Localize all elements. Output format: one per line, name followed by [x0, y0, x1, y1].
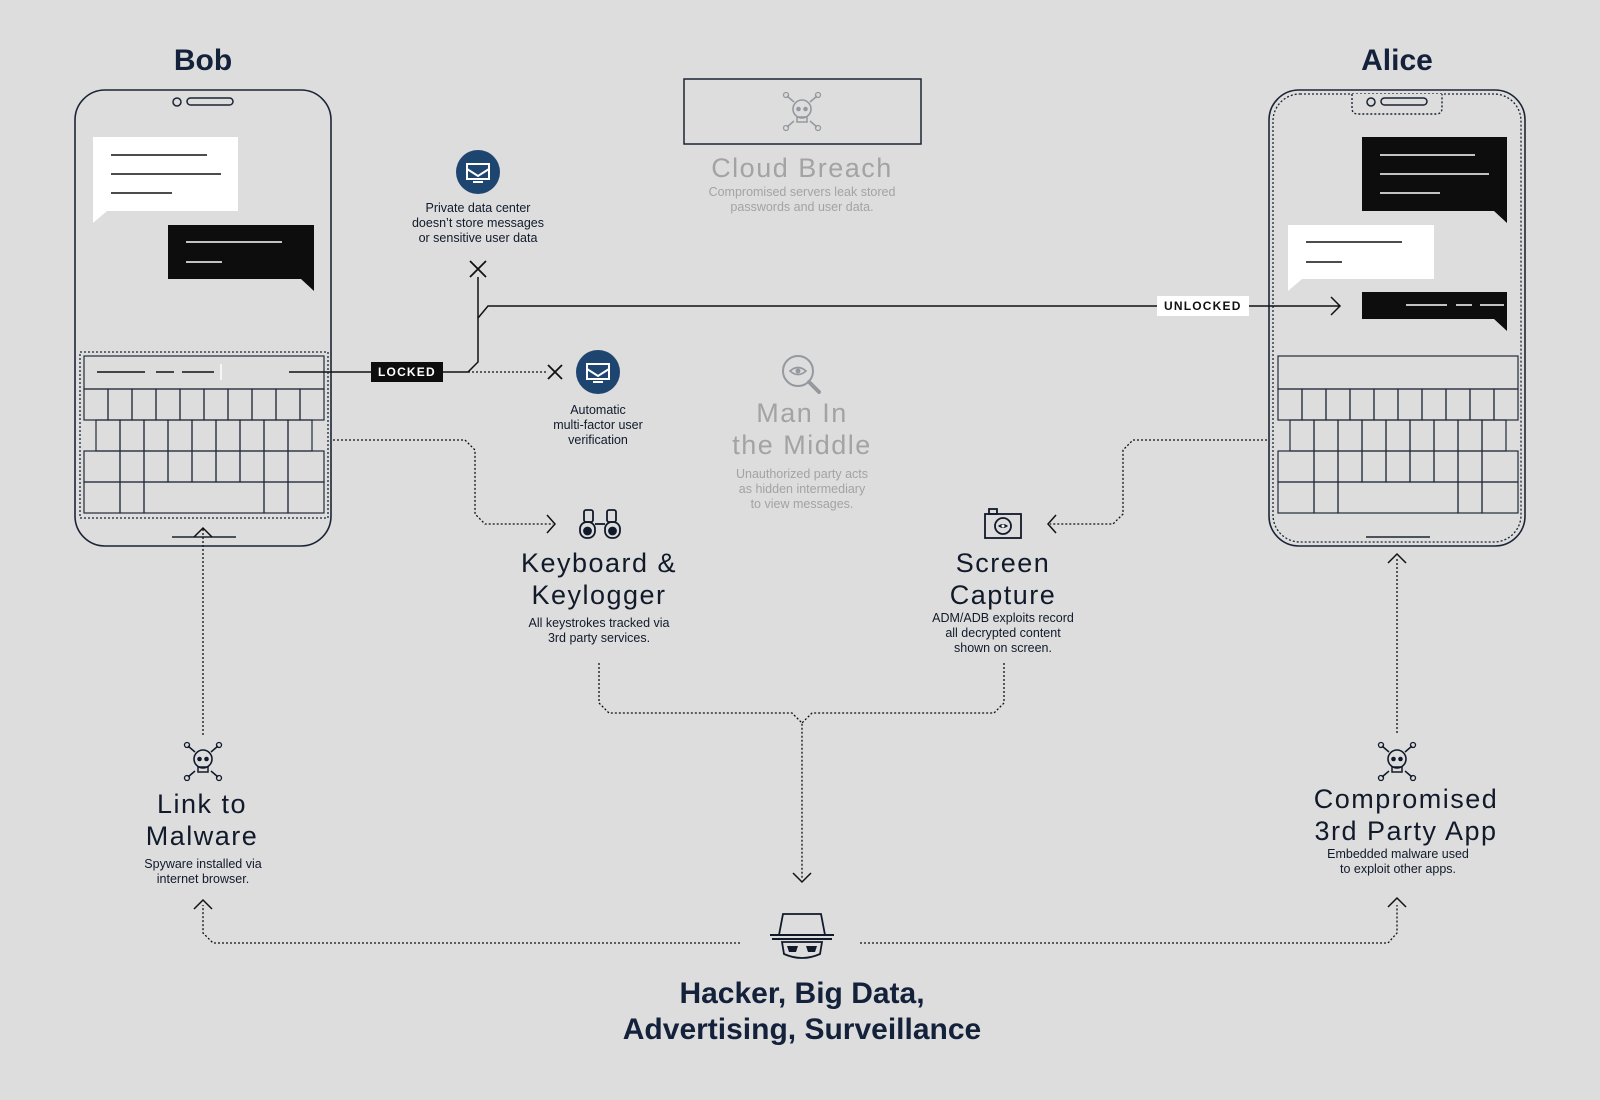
threat-connectors	[202, 439, 1398, 944]
malware-link-text: Spyware installed via internet browser.	[144, 857, 262, 886]
camera-icon	[984, 508, 1022, 539]
bob-name: Bob	[173, 44, 233, 77]
blocked-x-icon	[469, 260, 487, 278]
server-shield-icon	[575, 349, 621, 395]
screen-capture-text: ADM/ADB exploits record all decrypted co…	[932, 611, 1074, 655]
alice-phone	[1268, 89, 1526, 547]
skull-crossbones-icon	[782, 91, 822, 132]
binoculars-icon	[579, 509, 621, 539]
mitm-title: Man In the Middle	[732, 398, 872, 460]
bob-phone	[74, 89, 332, 547]
third-party-app-title: Compromised 3rd Party App	[1313, 784, 1499, 846]
mfa-text: Automatic multi-factor user verification	[553, 403, 643, 447]
third-party-app-text: Embedded malware used to exploit other a…	[1327, 847, 1469, 876]
message-channel	[289, 260, 1342, 380]
skull-crossbones-icon	[183, 741, 223, 782]
keylogger-text: All keystrokes tracked via 3rd party ser…	[528, 616, 670, 645]
skull-crossbones-icon	[1377, 741, 1417, 782]
cloud-breach-text: Compromised servers leak stored password…	[708, 185, 896, 214]
mitm-text: Unauthorized party acts as hidden interm…	[735, 467, 868, 511]
magnifier-eye-icon	[782, 355, 821, 394]
blocked-x-icon	[547, 364, 563, 380]
malware-link-title: Link to Malware	[145, 789, 259, 851]
cloud-breach-title: Cloud Breach	[711, 153, 893, 183]
unlocked-badge: UNLOCKED	[1157, 296, 1249, 316]
locked-badge: LOCKED	[371, 362, 443, 382]
hacker-hat-icon	[770, 913, 834, 959]
keylogger-title: Keyboard & Keylogger	[520, 548, 678, 610]
alice-name: Alice	[1361, 44, 1433, 77]
cloud-breach-box	[683, 78, 922, 145]
adversary-title: Hacker, Big Data, Advertising, Surveilla…	[622, 977, 982, 1046]
arrowheads	[193, 514, 1407, 910]
data-center-text: Private data center doesn’t store messag…	[411, 201, 544, 245]
server-shield-icon	[455, 149, 501, 195]
screen-capture-title: Screen Capture	[949, 548, 1057, 610]
